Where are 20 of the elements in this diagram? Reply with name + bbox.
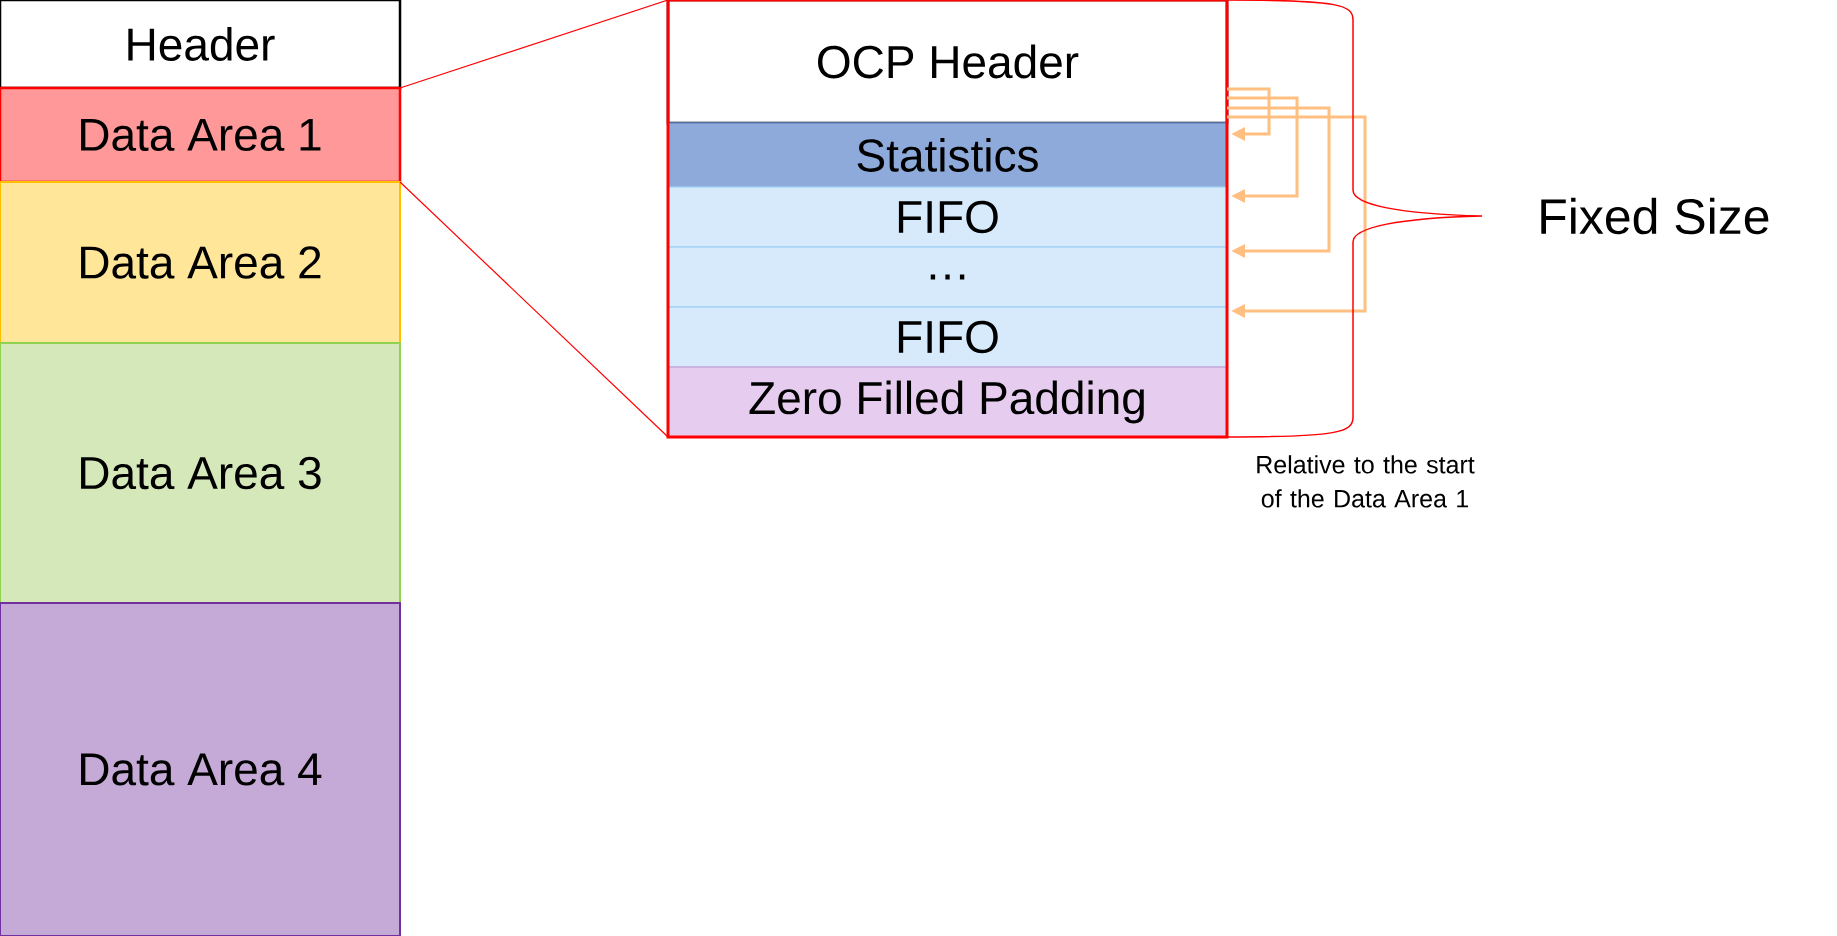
- offset-arrow: [1227, 106, 1331, 258]
- offset-arrow: [1227, 87, 1271, 141]
- data-area-block: Data Area 1: [0, 86, 402, 184]
- ellipsis-row: …: [667, 246, 1228, 308]
- brace-label: Fixed Size: [1541, 197, 1769, 235]
- note: Relative to the start of the Data Area 1: [1257, 455, 1475, 508]
- padding-row: Zero Filled Padding: [667, 366, 1228, 438]
- header-block: Header: [0, 0, 402, 90]
- expanded-area-frame: [666, 0, 1229, 439]
- data-area-block: Data Area 4: [0, 602, 401, 936]
- offset-arrow: [1227, 115, 1367, 318]
- data-area-block: Data Area 2: [0, 181, 401, 344]
- data-area-block: Data Area 3: [0, 342, 401, 604]
- zoom-line: [399, 181, 669, 438]
- header-row: OCP Header: [666, 0, 1229, 125]
- fifo-row: FIFO: [667, 186, 1228, 248]
- statistics-row: Statistics: [667, 122, 1228, 188]
- fifo-row: FIFO: [667, 306, 1228, 368]
- zoom-line: [399, 0, 669, 89]
- offset-arrow: [1227, 96, 1299, 203]
